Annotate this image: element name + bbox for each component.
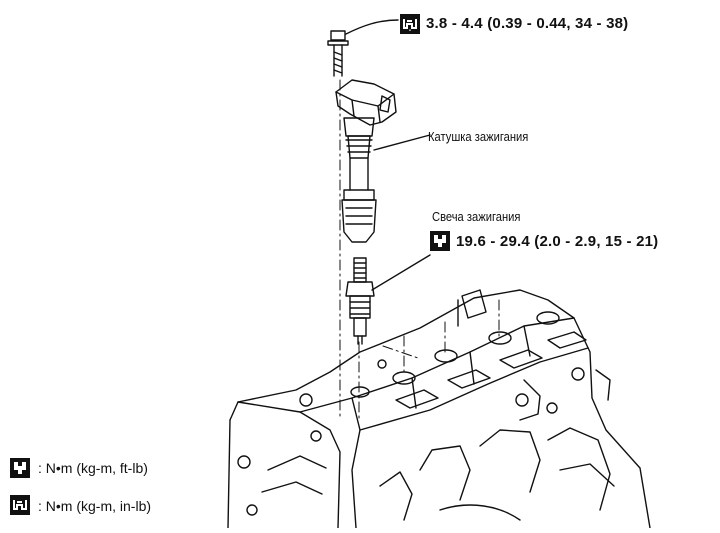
torque-wrench-filled-icon: • (400, 14, 420, 34)
legend-in-lb-text: : N•m (kg-m, in-lb) (38, 498, 152, 514)
coil-bolt (327, 30, 349, 77)
spark-plug-label: Свеча зажигания (432, 209, 521, 224)
torque-wrench-icon (10, 458, 30, 478)
spark-plug-leader (371, 254, 431, 291)
torque-wrench-filled-icon (10, 495, 30, 515)
spark-plug-torque-spec: 19.6 - 29.4 (2.0 - 2.9, 15 - 21) (456, 233, 659, 250)
spark-plug (345, 257, 375, 345)
ignition-coil-label: Катушка зажигания (428, 129, 529, 144)
legend-ft-lb-text: : N•m (kg-m, ft-lb) (38, 460, 148, 476)
ignition-coil (335, 79, 397, 243)
bolt-torque-spec: 3.8 - 4.4 (0.39 - 0.44, 34 - 38) (426, 15, 629, 32)
torque-wrench-icon (430, 231, 450, 251)
svg-text:•: • (409, 28, 412, 34)
bolt-leader (345, 19, 399, 35)
coil-leader (373, 134, 431, 151)
alignment-lines (339, 79, 500, 421)
cylinder-head-cover (227, 289, 651, 529)
